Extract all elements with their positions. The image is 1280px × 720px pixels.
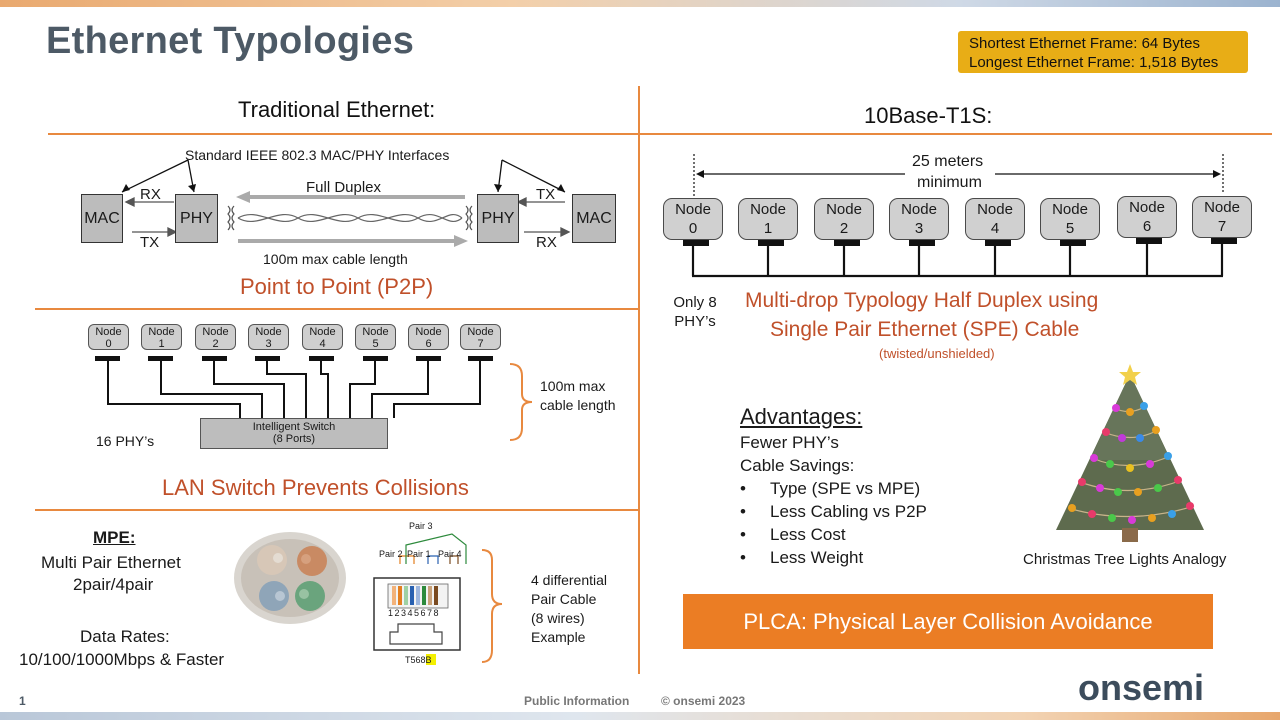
t1s-caption-1: Multi-drop Typology Half Duplex using <box>745 289 1099 312</box>
mac-left-box: MAC <box>81 194 123 243</box>
phy-count-16: 16 PHY’s <box>96 433 155 449</box>
left-divider-2 <box>35 509 639 511</box>
christmas-tree-image <box>1050 360 1210 545</box>
cable-cross-section-image <box>234 532 346 624</box>
pair-2-label: Pair 2 <box>379 549 403 559</box>
traditional-heading: Traditional Ethernet: <box>238 97 436 122</box>
p2p-caption: Point to Point (P2P) <box>240 274 434 299</box>
advantages-list: Type (SPE vs MPE) Less Cabling vs P2P Le… <box>740 477 927 569</box>
rx-right-label: RX <box>536 234 557 251</box>
frame-longest: Longest Ethernet Frame: 1,518 Bytes <box>969 54 1219 71</box>
switch-caption: LAN Switch Prevents Collisions <box>162 475 469 500</box>
switch-label: Intelligent Switch <box>252 421 336 433</box>
intelligent-switch: Intelligent Switch (8 Ports) <box>200 418 388 449</box>
phy-note-2: PHY’s <box>674 313 716 330</box>
switch-cable-note-1: 100m max <box>540 378 606 394</box>
switch-cable-note-2: cable length <box>540 397 616 413</box>
pair-4-label: Pair 4 <box>438 549 462 559</box>
heading-divider <box>48 133 1272 135</box>
cable-length-label: 100m max cable length <box>263 251 408 267</box>
diff-pair-note-2: Pair Cable <box>531 591 597 607</box>
pair-1-label: Pair 1 <box>407 549 431 559</box>
switch-ports: (8 Ports) <box>272 433 316 445</box>
mpe-bracket <box>481 549 503 663</box>
rj45-t568b-diagram <box>373 533 467 665</box>
advantage-item: Type (SPE vs MPE) <box>740 477 927 500</box>
p2p-diagram <box>121 159 571 247</box>
advantage-item: Less Weight <box>740 546 927 569</box>
t568b-label: T568B <box>405 655 432 665</box>
advantage-item: Less Cost <box>740 523 927 546</box>
advantages-line-1: Fewer PHY’s <box>740 433 839 452</box>
bottom-gradient-bar <box>0 712 1280 720</box>
classification-label: Public Information <box>524 694 630 708</box>
diff-pair-note-3: (8 wires) <box>531 610 585 626</box>
frame-shortest: Shortest Ethernet Frame: 64 Bytes <box>969 35 1200 52</box>
phy-note-1: Only 8 <box>673 294 717 311</box>
page-number: 1 <box>19 694 26 708</box>
mpe-heading: MPE: <box>93 528 136 547</box>
pair-3-label: Pair 3 <box>409 521 433 531</box>
t1s-caption-2: Single Pair Ethernet (SPE) Cable <box>770 318 1080 341</box>
rx-left-label: RX <box>140 186 161 203</box>
full-duplex-label: Full Duplex <box>306 179 382 196</box>
slide-title: Ethernet Typologies <box>46 20 415 62</box>
copyright-label: © onsemi 2023 <box>661 694 746 708</box>
diff-pair-note-1: 4 differential <box>531 572 608 588</box>
tx-right-label: TX <box>536 186 556 203</box>
t1s-heading: 10Base-T1S: <box>864 103 993 128</box>
phy-left-box: PHY <box>175 194 218 243</box>
advantages-heading: Advantages: <box>740 404 863 429</box>
distance-label-1: 25 meters <box>912 153 984 170</box>
diff-pair-note-4: Example <box>531 629 586 645</box>
tx-left-label: TX <box>140 234 160 251</box>
interfaces-label: Standard IEEE 802.3 MAC/PHY Interfaces <box>185 147 450 163</box>
data-rates-label: Data Rates: <box>80 627 170 646</box>
mpe-line-2: 2pair/4pair <box>73 575 154 594</box>
mac-right-box: MAC <box>572 194 616 243</box>
data-rates-value: 10/100/1000Mbps & Faster <box>19 650 225 669</box>
t1s-caption-sub: (twisted/unshielded) <box>879 346 995 361</box>
pin-numbers: 1 2 3 4 5 6 7 8 <box>388 608 439 618</box>
center-divider <box>638 86 640 674</box>
top-gradient-bar <box>0 0 1280 7</box>
left-divider-1 <box>35 308 639 310</box>
frame-size-note: Shortest Ethernet Frame: 64 Bytes Longes… <box>958 31 1248 73</box>
plca-banner: PLCA: Physical Layer Collision Avoidance <box>683 594 1213 649</box>
distance-label-2: minimum <box>917 174 982 191</box>
mpe-line-1: Multi Pair Ethernet <box>41 553 181 572</box>
advantages-line-2: Cable Savings: <box>740 456 855 475</box>
switch-diagram <box>95 356 533 441</box>
tree-caption: Christmas Tree Lights Analogy <box>1023 551 1227 568</box>
onsemi-logo: onsemi <box>1078 667 1205 708</box>
advantage-item: Less Cabling vs P2P <box>740 500 927 523</box>
phy-right-box: PHY <box>477 194 519 243</box>
t1s-bus-diagram <box>683 154 1237 278</box>
